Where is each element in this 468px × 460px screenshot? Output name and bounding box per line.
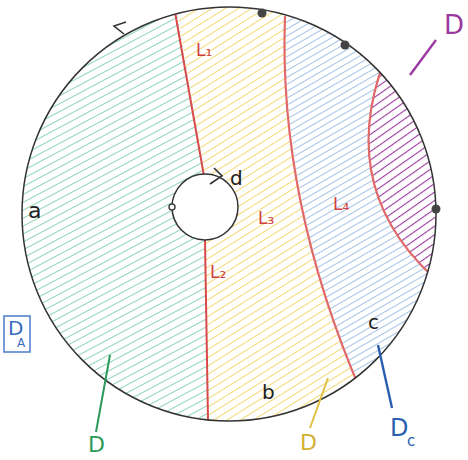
region-label: D: [390, 416, 408, 440]
region-label: D: [444, 12, 464, 38]
region-label: D: [8, 318, 23, 338]
boundary-label: c: [368, 312, 379, 332]
boundary-label: d: [230, 168, 243, 188]
boundary-label: a: [28, 200, 41, 222]
curve-label: L₁: [196, 42, 212, 59]
curve-label: L₃: [258, 210, 274, 227]
region-label: D: [88, 434, 105, 456]
curve-label: L₄: [333, 196, 349, 213]
region-label: D: [300, 432, 317, 454]
region-subscript: c: [407, 434, 415, 449]
curve-label: L₂: [210, 264, 226, 281]
boundary-label: b: [262, 382, 275, 402]
region-subscript: A: [17, 337, 25, 349]
